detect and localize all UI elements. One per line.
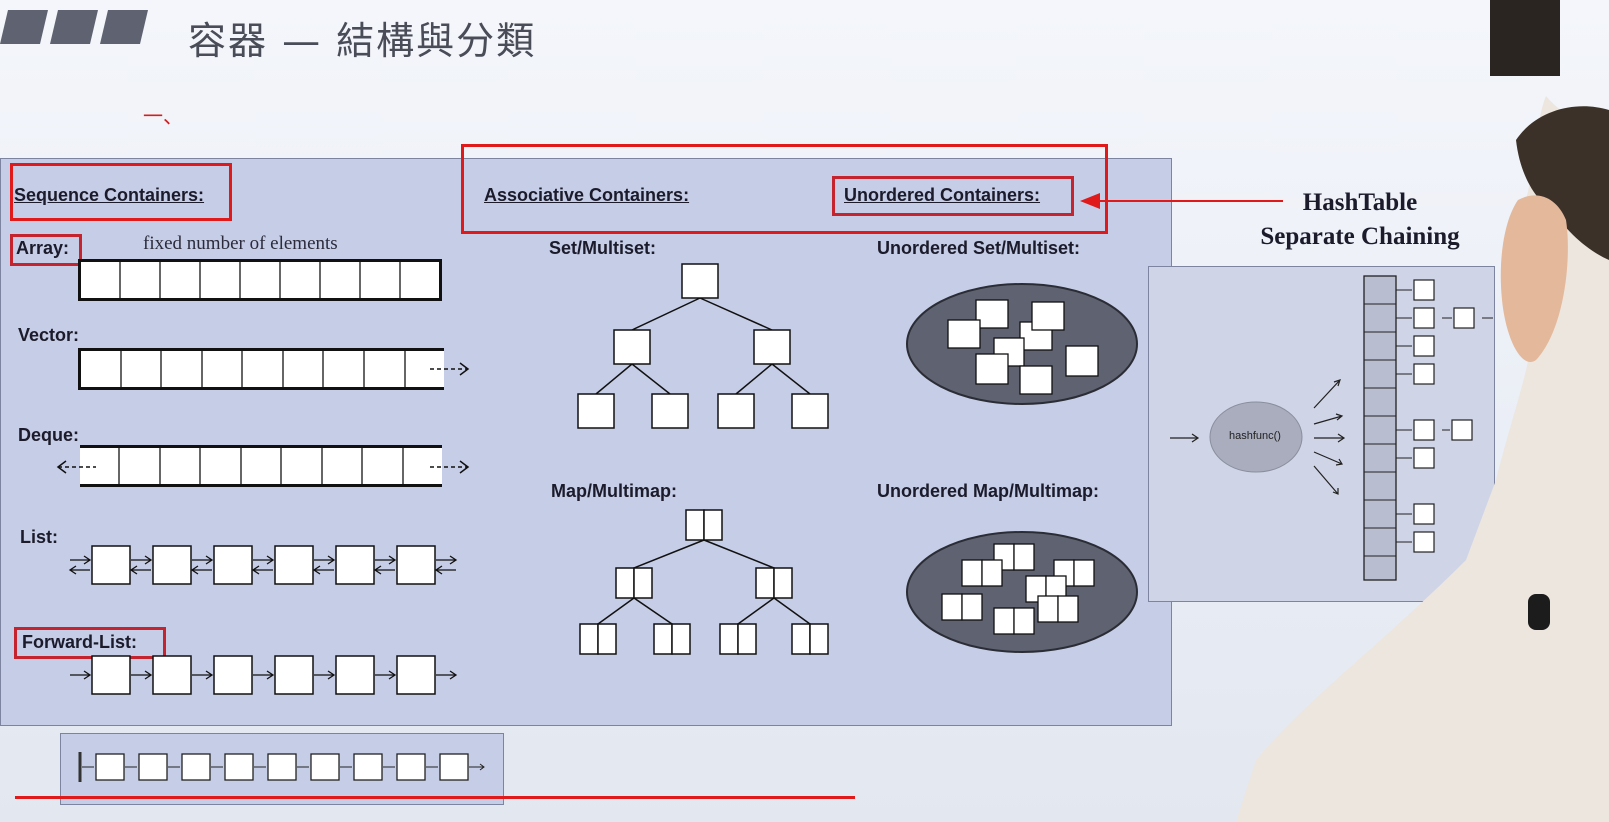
section-marker: 一、 <box>143 104 183 128</box>
sequence-containers-heading: Sequence Containers: <box>14 185 205 205</box>
pointer-arrow <box>1080 193 1283 209</box>
deque-left-arrow <box>56 460 96 474</box>
map-tree-diagram <box>579 509 829 655</box>
unordered-map-diagram <box>906 531 1138 653</box>
assoc-unordered-highlight <box>461 144 1108 234</box>
forward-list-label: Forward-List: <box>22 632 137 652</box>
bottom-red-underline <box>15 796 855 799</box>
vector-growth-arrow <box>430 362 470 376</box>
unordered-set-diagram <box>906 283 1138 405</box>
header-stripes-decoration <box>0 10 148 44</box>
array-note: fixed number of elements <box>143 233 338 254</box>
forward-list-diagram <box>70 655 458 695</box>
deque-right-arrow <box>430 460 470 474</box>
sequence-heading-highlight <box>10 163 232 221</box>
deque-cells <box>80 445 442 487</box>
set-tree-diagram <box>577 263 829 429</box>
hashtable-diagram <box>1170 275 1493 581</box>
unordered-containers-heading: Unordered Containers: <box>844 185 1041 205</box>
unordered-set-label: Unordered Set/Multiset: <box>877 238 1081 258</box>
hashtable-title-line2: Separate Chaining <box>1260 223 1460 250</box>
bottom-list-diagram <box>78 752 485 782</box>
array-cells <box>78 259 442 301</box>
vector-cells <box>78 348 444 390</box>
presenter-figure <box>1236 0 1609 822</box>
hashfunc-label: hashfunc() <box>1229 430 1281 442</box>
doubly-linked-list-diagram <box>68 545 458 585</box>
map-multimap-label: Map/Multimap: <box>551 481 677 501</box>
hashtable-title: HashTable Separate Chaining <box>1240 186 1480 254</box>
hashtable-title-line1: HashTable <box>1302 189 1418 216</box>
vector-label: Vector: <box>18 325 80 345</box>
hashtable-panel <box>1148 266 1495 602</box>
array-label-highlight <box>10 234 82 266</box>
unordered-heading-highlight <box>832 176 1074 216</box>
array-label: Array: <box>16 238 70 258</box>
list-label: List: <box>20 527 58 547</box>
forward-list-label-highlight <box>14 627 166 659</box>
set-multiset-label: Set/Multiset: <box>549 238 657 258</box>
slide-title: 容器 — 結構與分類 <box>188 19 537 63</box>
unordered-map-label: Unordered Map/Multimap: <box>877 481 1100 501</box>
deque-label: Deque: <box>18 425 80 445</box>
associative-containers-heading: Associative Containers: <box>484 185 690 205</box>
